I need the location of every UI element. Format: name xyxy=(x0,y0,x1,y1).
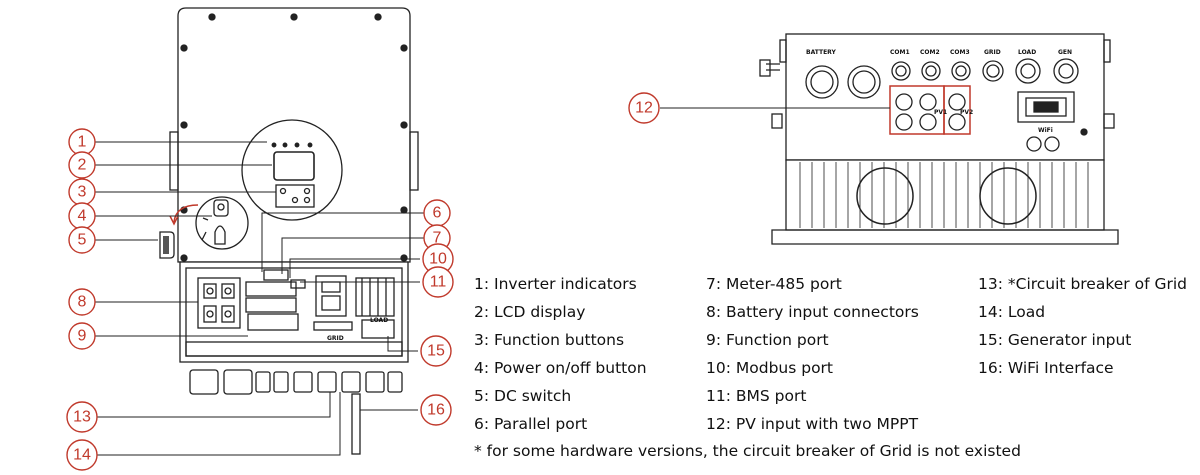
com2-port-label: COM2 xyxy=(920,49,940,56)
inverter-front-view xyxy=(159,7,419,455)
callout-9 xyxy=(68,322,96,350)
callout-number: 14 xyxy=(73,447,91,464)
legend-item: 13: *Circuit breaker of Grid xyxy=(978,275,1188,293)
battery-port-label: BATTERY xyxy=(806,49,836,56)
legend-item: 6: Parallel port xyxy=(474,415,588,433)
front-load-label: LOAD xyxy=(370,317,388,324)
callout-number: 16 xyxy=(427,402,445,419)
callout-number: 3 xyxy=(78,184,87,201)
pv1-label: PV1 xyxy=(934,109,947,116)
com3-port-label: COM3 xyxy=(950,49,970,56)
legend-item: 12: PV input with two MPPT xyxy=(706,415,919,433)
legend-item: 4: Power on/off button xyxy=(474,359,647,377)
legend-item: 10: Modbus port xyxy=(706,359,834,377)
callout-11 xyxy=(422,266,454,298)
front-grid-label: GRID xyxy=(327,335,344,342)
callout-number: 4 xyxy=(78,208,87,225)
legend-item: 5: DC switch xyxy=(474,387,572,405)
legend-item: 16: WiFi Interface xyxy=(978,359,1114,377)
legend-item: 8: Battery input connectors xyxy=(706,303,919,321)
callout-number: 13 xyxy=(73,409,91,426)
callout-15 xyxy=(420,335,452,367)
callout-16 xyxy=(420,394,452,426)
callout-markers xyxy=(66,92,660,471)
callout-12 xyxy=(628,92,660,124)
legend-item: 11: BMS port xyxy=(706,387,807,405)
callout-number: 7 xyxy=(433,230,442,247)
callout-number: 9 xyxy=(78,328,87,345)
callout-number: 11 xyxy=(430,274,447,291)
legend-item: 2: LCD display xyxy=(474,303,586,321)
callout-5 xyxy=(68,226,96,254)
legend-item: 9: Function port xyxy=(706,331,829,349)
gen-port-label: GEN xyxy=(1058,49,1072,56)
bottom-port-labels: BATTERY COM1 COM2 COM3 GRID LOAD GEN PV1… xyxy=(806,49,1072,134)
legend-item: 15: Generator input xyxy=(978,331,1132,349)
callout-number: 10 xyxy=(429,251,447,268)
callout-13 xyxy=(66,401,98,433)
wifi-port-label: WiFi xyxy=(1038,127,1053,134)
callout-number: 15 xyxy=(427,343,445,360)
callout-2 xyxy=(68,151,96,179)
inverter-bottom-view xyxy=(759,33,1119,245)
com1-port-label: COM1 xyxy=(890,49,910,56)
grid-port-label: GRID xyxy=(984,49,1001,56)
callout-14 xyxy=(66,439,98,471)
legend-item: 7: Meter-485 port xyxy=(706,275,842,293)
legend-item: 14: Load xyxy=(978,303,1046,321)
legend-item: 1: Inverter indicators xyxy=(474,275,637,293)
load-port-label: LOAD xyxy=(1018,49,1036,56)
callout-number: 2 xyxy=(78,157,87,174)
callout-8 xyxy=(68,288,96,316)
callout-number: 1 xyxy=(78,134,87,151)
callout-number: 12 xyxy=(635,100,653,117)
pv2-label: PV2 xyxy=(960,109,973,116)
leader-lines xyxy=(95,107,890,456)
legend-item: 3: Function buttons xyxy=(474,331,625,349)
callout-number: 8 xyxy=(78,294,87,311)
footnote: * for some hardware versions, the circui… xyxy=(474,442,1021,460)
callout-numbers: 1 2 3 4 5 6 7 8 9 10 11 12 13 14 15 16 xyxy=(73,100,653,464)
callout-number: 5 xyxy=(78,232,87,249)
callout-number: 6 xyxy=(433,205,442,222)
